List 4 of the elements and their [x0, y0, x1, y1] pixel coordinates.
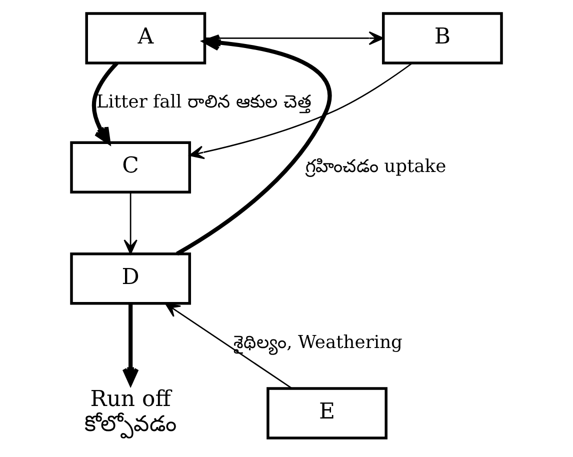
edge-label: గ్రహించడం uptake	[305, 156, 446, 178]
edge-label: శైథిల్యం, Weathering	[234, 332, 403, 353]
edge-label: Litter fall రాలిన ఆకుల చెత్త	[96, 91, 312, 112]
node-text: Run off కోల్పోవడం	[84, 387, 177, 437]
